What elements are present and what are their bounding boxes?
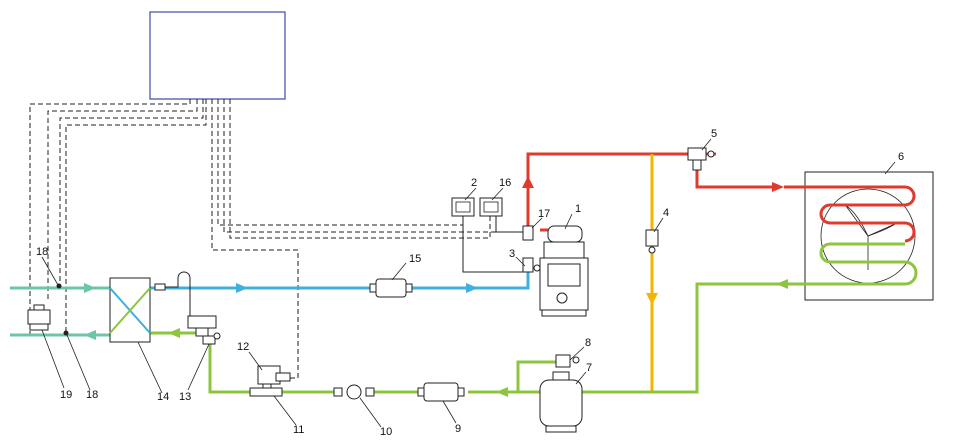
solenoid-valve xyxy=(249,365,291,397)
label-11: 11 xyxy=(293,424,304,436)
liquid-line xyxy=(150,279,788,397)
label-8: 8 xyxy=(585,337,591,349)
water-lines xyxy=(10,283,110,340)
heat-exchanger xyxy=(109,277,166,343)
label-3: 3 xyxy=(509,248,515,260)
label-13: 13 xyxy=(179,391,191,403)
label-19: 19 xyxy=(60,389,72,401)
pressure-switches xyxy=(451,197,523,273)
label-16: 16 xyxy=(499,177,511,189)
discharge-line xyxy=(522,152,784,232)
controller-box xyxy=(149,11,286,100)
filter-drier xyxy=(417,382,465,402)
label-18-top: 18 xyxy=(36,246,48,258)
label-12: 12 xyxy=(237,341,249,353)
label-4: 4 xyxy=(663,207,669,219)
sight-glass xyxy=(333,384,375,400)
label-9: 9 xyxy=(455,423,461,435)
label-6: 6 xyxy=(898,151,904,163)
label-18-bottom: 18 xyxy=(86,389,98,401)
leader-lines xyxy=(41,138,896,428)
label-2: 2 xyxy=(471,177,477,189)
label-17: 17 xyxy=(538,208,550,220)
label-7: 7 xyxy=(586,362,592,374)
compressor xyxy=(539,225,589,317)
hot-gas-bypass-line xyxy=(646,154,658,392)
label-10: 10 xyxy=(380,426,392,438)
suction-line xyxy=(150,268,530,293)
component-labels: 1 2 16 17 3 15 4 5 6 7 8 9 10 11 12 13 1… xyxy=(36,128,904,438)
bypass-valve xyxy=(645,229,659,254)
hot-gas-valve xyxy=(687,147,715,171)
label-14: 14 xyxy=(157,391,169,403)
label-5: 5 xyxy=(711,128,717,140)
condenser xyxy=(775,171,934,301)
liquid-receiver xyxy=(539,354,583,433)
suction-filter xyxy=(369,278,413,298)
label-1: 1 xyxy=(575,203,581,215)
label-15: 15 xyxy=(409,253,421,265)
sensor-19 xyxy=(27,304,51,331)
service-valves xyxy=(522,225,541,273)
